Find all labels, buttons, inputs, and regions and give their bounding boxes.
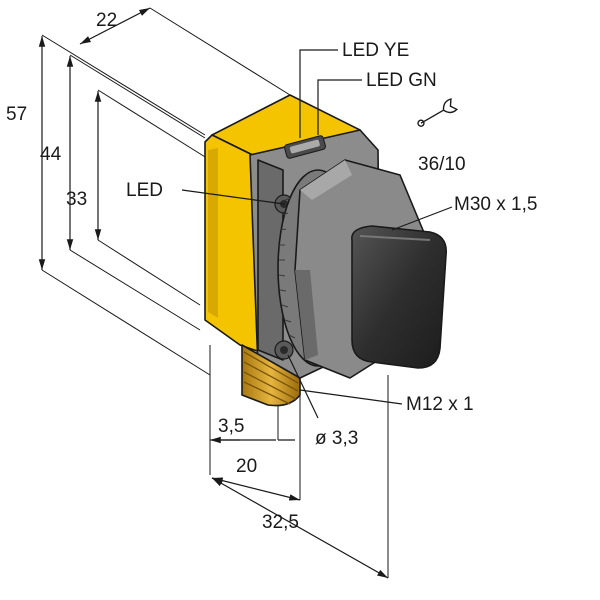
label-led: LED	[126, 180, 163, 201]
label-hole-diameter: ø 3,3	[315, 428, 358, 449]
dim-depth-top: 22	[96, 10, 117, 31]
leader-lines	[181, 49, 453, 419]
dim-width-total: 32,5	[262, 512, 299, 533]
dim-width-20: 20	[236, 456, 257, 477]
m12-connector	[241, 344, 301, 407]
label-led-gn: LED GN	[366, 70, 437, 91]
dim-height-total: 57	[6, 104, 27, 125]
label-thread-front: M30 x 1,5	[454, 194, 537, 215]
dimension-lines	[38, 7, 389, 579]
dim-height-mid: 44	[40, 144, 62, 165]
extension-lines	[41, 7, 389, 578]
label-led-ye: LED YE	[342, 40, 409, 61]
label-wrench-size: 36/10	[418, 154, 466, 175]
wrench-icon	[417, 98, 459, 127]
front-barrel	[277, 159, 447, 379]
dim-height-inner: 33	[66, 189, 87, 210]
dim-offset-small: 3,5	[218, 416, 244, 437]
label-thread-connector: M12 x 1	[406, 394, 474, 415]
